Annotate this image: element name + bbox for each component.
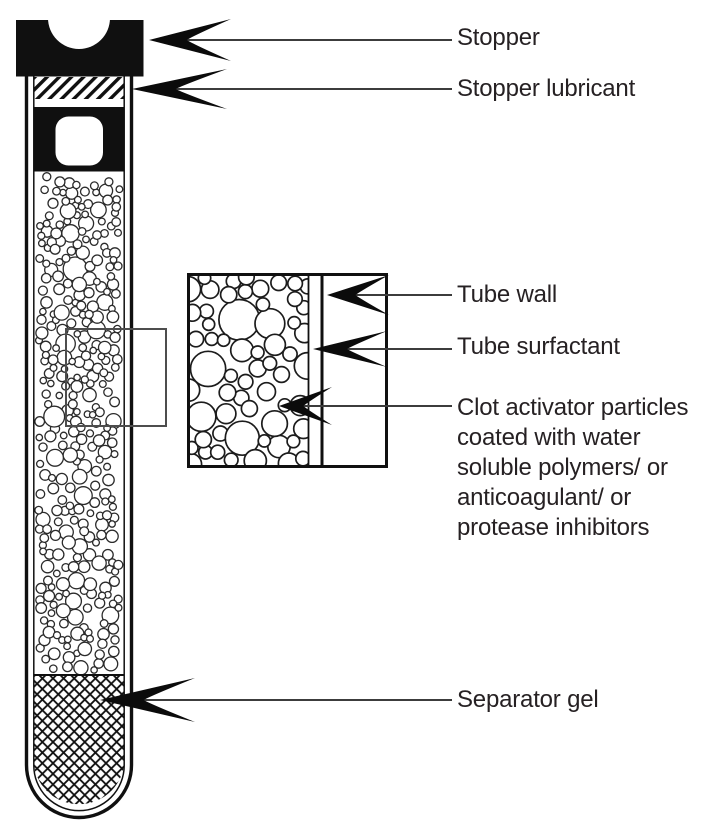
label-separator-gel: Separator gel [457,686,599,713]
arrow-stopper-lubricant [132,69,452,109]
label-clot-activator-line4: anticoagulant/ or [457,484,632,511]
callout-arrows [100,19,452,722]
label-stopper-lubricant: Stopper lubricant [457,75,636,102]
tube-outer-wall [24,76,134,820]
label-clot-activator-line2: coated with water [457,424,641,451]
stopper-graphic [16,0,144,77]
label-stopper: Stopper [457,24,540,51]
stopper-lubricant-band [33,77,125,99]
magnified-inset [187,273,388,468]
label-tube-surfactant: Tube surfactant [457,333,620,360]
arrow-tube-surfactant [313,331,452,367]
label-tube-wall: Tube wall [457,281,558,308]
clot-activator-particles-fill [34,172,124,675]
stopper-collar-graphic [34,107,124,172]
label-clot-activator-line1: Clot activator particles [457,394,689,421]
arrow-clot-activator [279,387,452,425]
arrow-tube-wall [327,275,452,315]
tube-inner-wall [33,76,125,812]
arrow-stopper [149,19,452,61]
label-clot-activator: Clot activator particles coated with wat… [457,393,688,543]
label-clot-activator-line3: soluble polymers/ or [457,454,668,481]
separator-gel-fill [34,674,124,805]
inset-border [187,273,388,468]
blood-collection-tube [16,0,144,820]
label-clot-activator-line5: protease inhibitors [457,514,650,541]
magnified-region-box [65,328,167,427]
arrow-separator-gel [100,678,452,722]
